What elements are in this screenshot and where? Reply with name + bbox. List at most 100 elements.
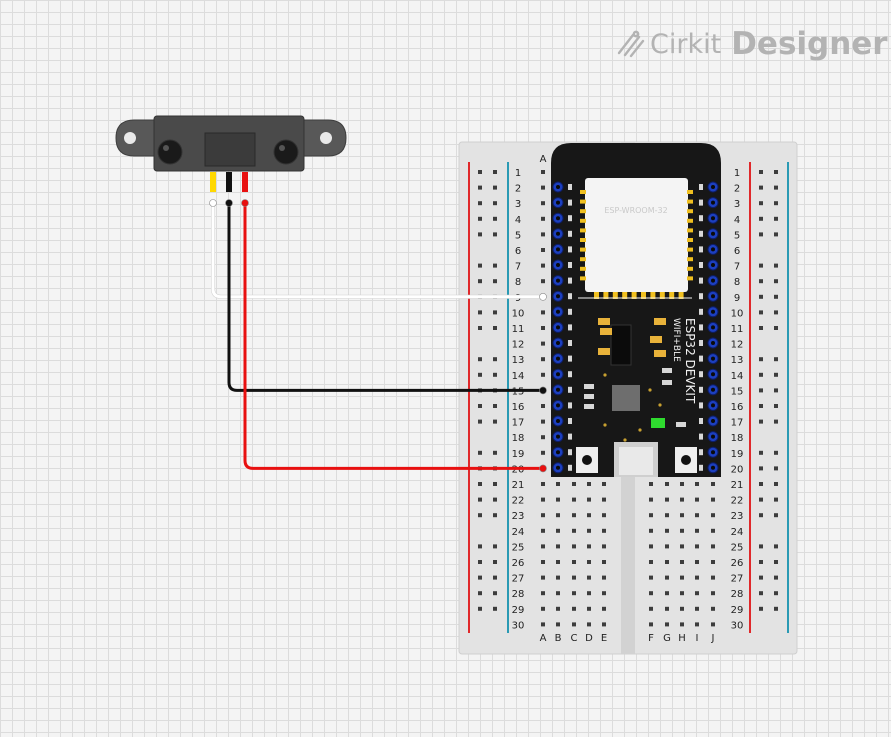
rail-hole[interactable] [759, 419, 763, 424]
rail-hole[interactable] [493, 310, 497, 315]
rail-hole[interactable] [774, 513, 778, 518]
breadboard-hole[interactable] [541, 528, 545, 533]
breadboard-hole[interactable] [665, 575, 669, 580]
breadboard-hole[interactable] [695, 528, 699, 533]
rail-hole[interactable] [759, 310, 763, 315]
rail-hole[interactable] [493, 232, 497, 237]
breadboard-hole[interactable] [541, 450, 545, 455]
rail-hole[interactable] [759, 560, 763, 564]
breadboard-hole[interactable] [695, 591, 699, 596]
rail-hole[interactable] [774, 326, 778, 330]
rail-hole[interactable] [774, 450, 778, 455]
rail-hole[interactable] [478, 450, 482, 455]
breadboard-hole[interactable] [695, 606, 699, 611]
breadboard-hole[interactable] [541, 435, 545, 440]
breadboard-hole[interactable] [602, 482, 606, 486]
breadboard-hole[interactable] [602, 497, 606, 502]
sensor-pin[interactable] [210, 172, 216, 192]
rail-hole[interactable] [759, 326, 763, 330]
rail-hole[interactable] [493, 560, 497, 564]
rail-hole[interactable] [493, 263, 497, 268]
rail-hole[interactable] [478, 497, 482, 502]
wire-endpoint[interactable] [539, 386, 547, 395]
rail-hole[interactable] [774, 560, 778, 564]
rail-hole[interactable] [478, 372, 482, 377]
rail-hole[interactable] [493, 201, 497, 206]
rail-hole[interactable] [759, 606, 763, 611]
breadboard-hole[interactable] [602, 606, 606, 611]
rail-hole[interactable] [759, 279, 763, 284]
rail-hole[interactable] [774, 591, 778, 596]
esp32-devkit-board[interactable]: ESP-WROOM-32 ESP32 DEVKIT WIFI+BLE [551, 143, 721, 477]
breadboard-hole[interactable] [541, 606, 545, 611]
rail-hole[interactable] [759, 263, 763, 268]
rail-hole[interactable] [759, 513, 763, 518]
breadboard-hole[interactable] [649, 528, 653, 533]
breadboard-hole[interactable] [572, 622, 576, 627]
rail-hole[interactable] [759, 450, 763, 455]
rail-hole[interactable] [493, 170, 497, 174]
breadboard-hole[interactable] [541, 482, 545, 486]
breadboard-hole[interactable] [556, 560, 560, 564]
rail-hole[interactable] [759, 232, 763, 237]
breadboard-hole[interactable] [572, 544, 576, 549]
breadboard-hole[interactable] [572, 528, 576, 533]
breadboard-hole[interactable] [680, 513, 684, 518]
rail-hole[interactable] [774, 232, 778, 237]
rail-hole[interactable] [493, 326, 497, 330]
breadboard-hole[interactable] [665, 482, 669, 486]
wire-endpoint[interactable] [225, 199, 233, 207]
rail-hole[interactable] [774, 201, 778, 206]
rail-hole[interactable] [478, 404, 482, 408]
rail-hole[interactable] [774, 310, 778, 315]
breadboard-hole[interactable] [541, 357, 545, 362]
breadboard-hole[interactable] [541, 326, 545, 330]
rail-hole[interactable] [493, 279, 497, 284]
breadboard-hole[interactable] [665, 560, 669, 564]
breadboard-hole[interactable] [665, 622, 669, 627]
rail-hole[interactable] [478, 326, 482, 330]
breadboard-hole[interactable] [541, 544, 545, 549]
rail-hole[interactable] [478, 279, 482, 284]
rail-hole[interactable] [478, 170, 482, 174]
breadboard-hole[interactable] [649, 482, 653, 486]
breadboard-hole[interactable] [541, 185, 545, 190]
rail-hole[interactable] [493, 482, 497, 486]
rail-hole[interactable] [478, 544, 482, 549]
breadboard-hole[interactable] [649, 575, 653, 580]
rail-hole[interactable] [493, 591, 497, 596]
wire-endpoint[interactable] [539, 292, 547, 301]
rail-hole[interactable] [478, 419, 482, 424]
breadboard-hole[interactable] [680, 497, 684, 502]
sensor-pin[interactable] [226, 172, 232, 192]
rail-hole[interactable] [759, 357, 763, 362]
rail-hole[interactable] [759, 388, 763, 393]
breadboard-hole[interactable] [556, 497, 560, 502]
rail-hole[interactable] [774, 357, 778, 362]
breadboard-hole[interactable] [711, 528, 715, 533]
breadboard-hole[interactable] [541, 263, 545, 268]
breadboard-hole[interactable] [541, 201, 545, 206]
wire-power[interactable] [243, 201, 545, 470]
breadboard-hole[interactable] [711, 482, 715, 486]
breadboard-hole[interactable] [695, 513, 699, 518]
wire-endpoint[interactable] [241, 199, 249, 207]
breadboard-hole[interactable] [541, 560, 545, 564]
rail-hole[interactable] [774, 185, 778, 190]
breadboard-hole[interactable] [695, 482, 699, 486]
breadboard-hole[interactable] [587, 591, 591, 596]
rail-hole[interactable] [493, 357, 497, 362]
rail-hole[interactable] [478, 185, 482, 190]
rail-hole[interactable] [759, 575, 763, 580]
breadboard-hole[interactable] [587, 622, 591, 627]
rail-hole[interactable] [774, 575, 778, 580]
breadboard-hole[interactable] [572, 575, 576, 580]
rail-hole[interactable] [478, 263, 482, 268]
breadboard-hole[interactable] [541, 310, 545, 315]
rail-hole[interactable] [774, 372, 778, 377]
rail-hole[interactable] [774, 544, 778, 549]
breadboard-hole[interactable] [541, 232, 545, 237]
rail-hole[interactable] [759, 372, 763, 377]
breadboard-hole[interactable] [556, 482, 560, 486]
breadboard-hole[interactable] [711, 560, 715, 564]
